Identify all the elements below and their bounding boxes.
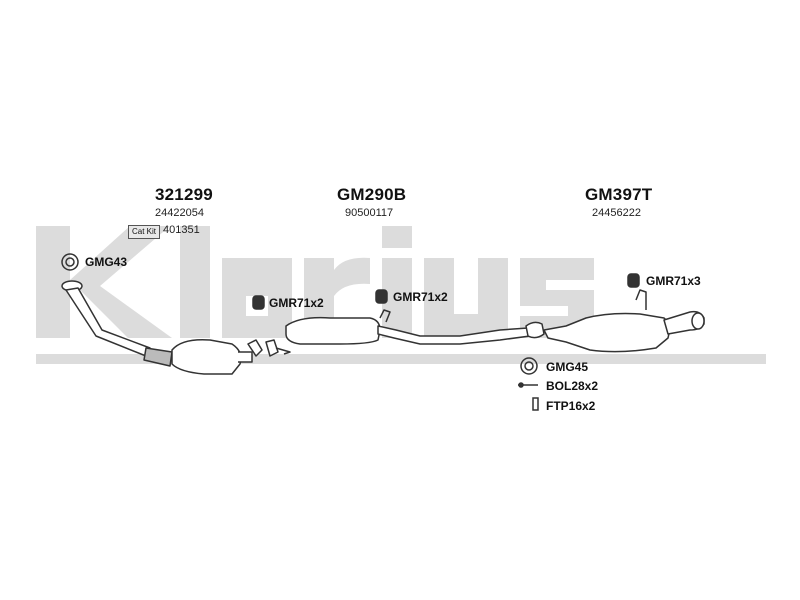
rubber-hanger-icon [252, 295, 265, 310]
catalytic-converter [171, 338, 242, 375]
gasket-ring-icon [61, 253, 79, 271]
rubber-hanger-icon [627, 273, 640, 288]
fitting-pin-icon [532, 397, 539, 411]
catkit-number: 401351 [163, 224, 200, 236]
catkit-badge: Cat Kit [128, 225, 161, 239]
label-bol: BOL28x2 [546, 379, 599, 393]
gasket-ring-inner-icon [65, 257, 75, 267]
tailpipe-end [691, 312, 705, 330]
oe-number-2: 90500117 [345, 207, 394, 219]
label-ftp: FTP16x2 [546, 399, 596, 413]
part-number-1: 321299 [155, 185, 213, 204]
watermark-logo [36, 226, 594, 338]
centre-silencer [285, 316, 381, 345]
part-number-2: GM290B [337, 185, 407, 204]
rear-hanger [635, 289, 647, 310]
downpipe [65, 287, 151, 357]
oe-number-1: 24422054 [155, 207, 204, 219]
rubber-hanger-icon [375, 289, 388, 304]
oe-number-3: 24456222 [592, 207, 641, 219]
cat-outlet [238, 351, 253, 363]
mid-hanger [379, 309, 391, 323]
clamp-spring [275, 347, 291, 355]
rear-clamp [525, 321, 545, 339]
label-gmr-rear: GMR71x3 [646, 274, 701, 288]
bolt-head-icon [518, 382, 524, 388]
label-gmr-mid: GMR71x2 [393, 290, 448, 304]
gasket-ring-inner-icon [524, 361, 534, 371]
label-gmg45: GMG45 [546, 360, 589, 374]
clamp-front [247, 339, 263, 357]
label-gmr-front: GMR71x2 [269, 296, 324, 310]
clamp-front-2 [265, 339, 279, 357]
rear-silencer [543, 312, 671, 353]
mid-pipe [377, 325, 531, 345]
part-number-3: GM397T [585, 185, 653, 204]
label-gmg43: GMG43 [85, 255, 128, 269]
gasket-ring-icon [520, 357, 538, 375]
flexi-section [143, 347, 173, 367]
watermark-underline [36, 354, 766, 364]
